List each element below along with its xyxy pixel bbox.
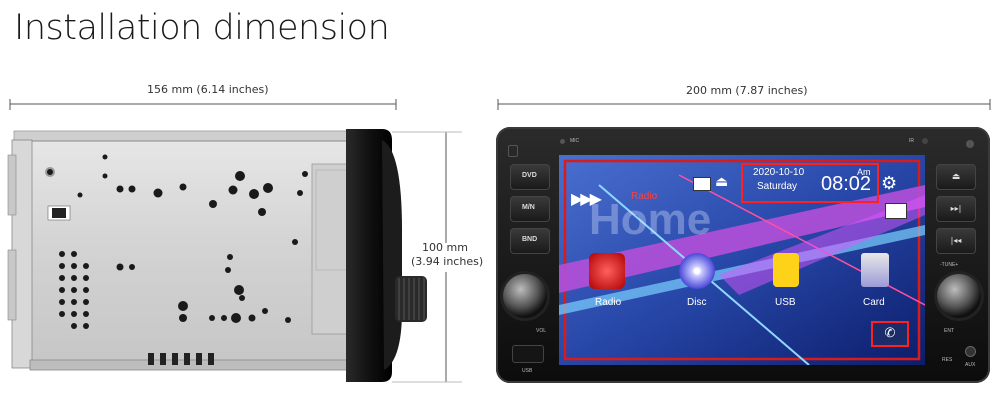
eject-icon: ⏏ [951,172,961,182]
app-disc-label: Disc [687,297,707,308]
power-icon [508,145,518,157]
tune-label: -TUNE+ [940,262,959,268]
radio-source-label: Radio [631,191,658,202]
app-radio-label: Radio [595,297,622,308]
phone-bluetooth-button[interactable]: ✆ [871,321,909,347]
usb-port[interactable] [512,345,544,363]
reset-button[interactable] [966,140,974,148]
dvd-button-label: DVD [522,172,537,179]
screen-mode-icon[interactable] [693,177,711,191]
page-title: Installation dimension [14,8,390,48]
disc-icon[interactable] [679,253,715,289]
clock-ampm: Am [857,167,871,177]
usb-port-label: USB [522,368,533,374]
touch-screen[interactable]: ▶▶▶ Radio Home ⏏ 2020-10-10 Saturday Am … [559,155,925,365]
tune-knob[interactable] [937,274,981,318]
prev-track-icon: |◂◂ [950,236,962,245]
mode-button[interactable]: M/N [510,196,550,222]
eject-screen-icon[interactable]: ⏏ [715,173,729,189]
aux-label: AUX [965,362,976,368]
depth-dimension-label: 156 mm (6.14 inches) [147,83,269,96]
ir-sensor [922,138,928,144]
eject-button[interactable]: ⏏ [936,164,976,190]
clock-date: 2020-10-10 [753,167,805,178]
res-label: RES [942,357,953,363]
height-mm-label: 100 mm [422,241,468,254]
usb-icon[interactable] [773,253,799,287]
settings-gear-icon[interactable]: ⚙ [881,173,898,193]
prev-button[interactable]: |◂◂ [936,228,976,254]
ent-label: ENT [944,328,954,334]
radio-icon[interactable] [589,253,625,289]
clock-day: Saturday [757,181,798,192]
sd-card-icon[interactable] [861,253,889,287]
phone-icon: ✆ [884,326,896,341]
dvd-button[interactable]: DVD [510,164,550,190]
width-dimension-label: 200 mm (7.87 inches) [686,84,808,97]
app-card-label: Card [863,297,885,308]
vol-label: VOL [536,328,547,334]
next-button[interactable]: ▸▸| [936,196,976,222]
height-in-label: (3.94 inches) [411,255,484,268]
mode-button-label: M/N [522,204,535,211]
clock-box[interactable] [741,163,879,203]
chassis-side-view [7,129,427,382]
band-button[interactable]: BND [510,228,550,254]
picture-icon[interactable] [885,203,907,219]
clock-time: 08:02 [821,173,872,195]
next-track-icon: ▸▸| [950,204,962,213]
aux-port[interactable] [965,346,976,357]
ir-label: IR [909,138,914,144]
volume-knob[interactable] [503,274,547,318]
app-usb-label: USB [775,297,796,308]
band-button-label: BND [522,236,538,243]
home-watermark: Home [589,195,712,244]
arrows-icon: ▶▶▶ [571,191,602,208]
mic-hole [560,139,565,144]
mic-label: MIC [570,138,580,144]
